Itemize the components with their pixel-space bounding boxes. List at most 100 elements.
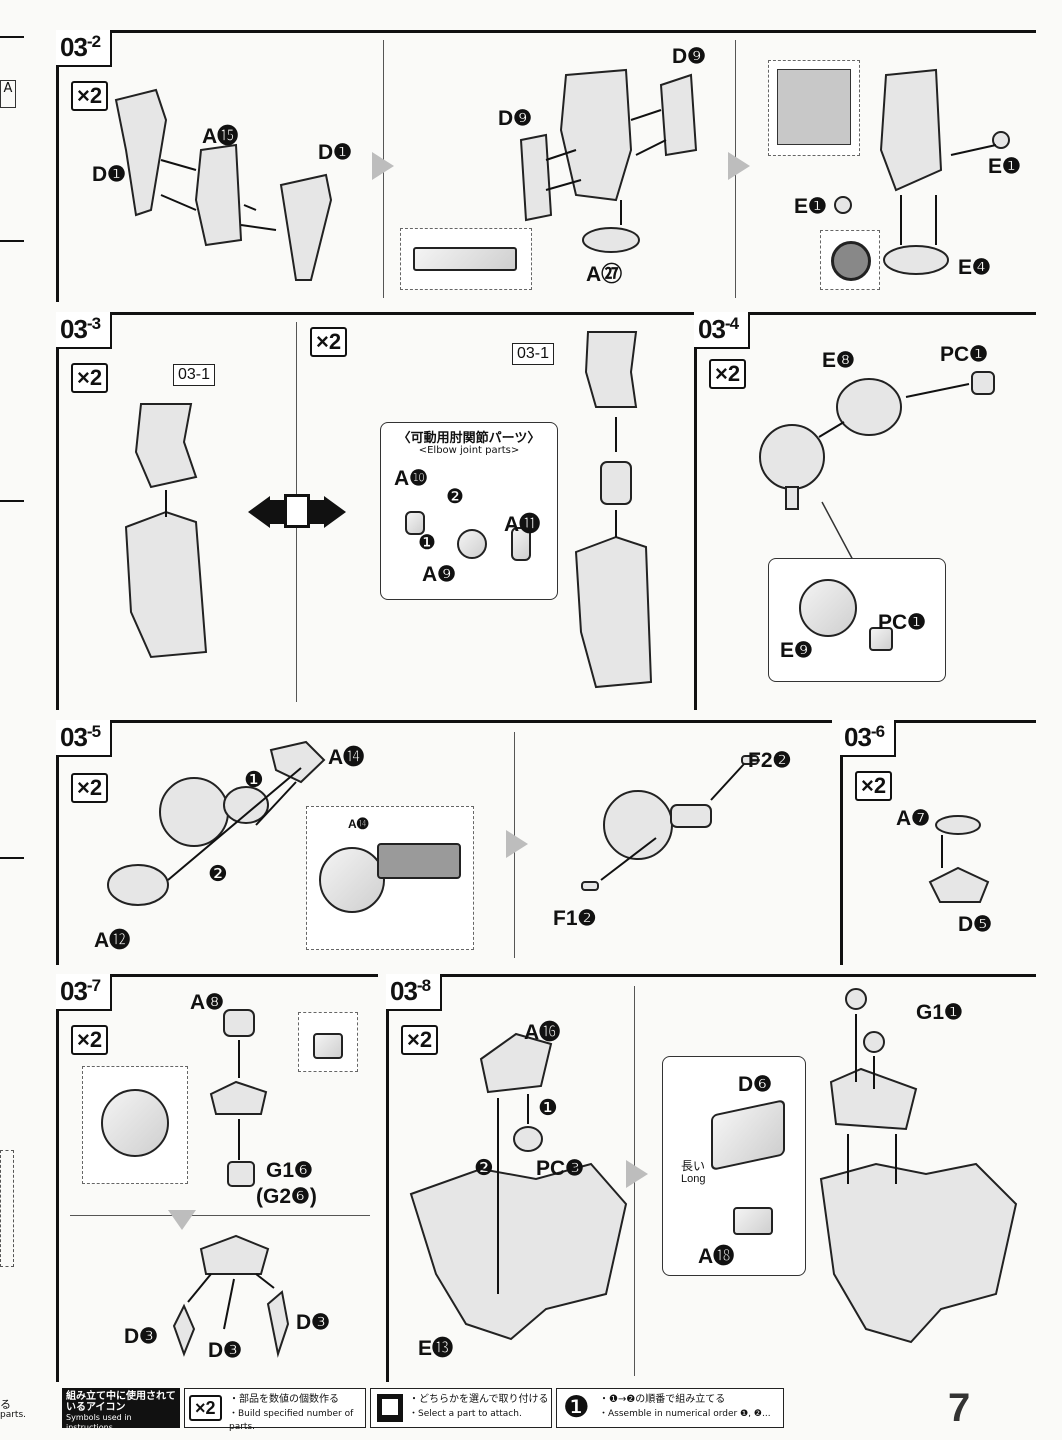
part-lower-arm bbox=[124, 510, 208, 659]
part-a16 bbox=[479, 1032, 553, 1094]
part-body-assembled bbox=[879, 68, 943, 192]
part-g1-b bbox=[863, 1031, 885, 1053]
step-marker-icon: ❶ bbox=[538, 1096, 558, 1121]
ref-tag: 03-1 bbox=[512, 343, 555, 365]
part-e13 bbox=[409, 1162, 628, 1341]
step-marker-icon: ❶ bbox=[418, 530, 436, 554]
diagram-03-8 bbox=[409, 988, 1018, 1344]
multiplier-badge: ×2 bbox=[855, 771, 893, 801]
step-tag: 03-6 bbox=[840, 720, 897, 757]
section-03-3: 03-3 ×2 bbox=[56, 312, 696, 710]
step-marker-icon: ❶ bbox=[244, 768, 264, 793]
left-edge-rule bbox=[0, 240, 24, 242]
part-ball bbox=[159, 777, 229, 847]
part-a15 bbox=[194, 143, 243, 247]
legend-text: ・部品を数値の個数作る bbox=[229, 1394, 339, 1405]
part-label: D❾ bbox=[672, 45, 706, 68]
divider bbox=[70, 1215, 370, 1216]
diagram-03-7 bbox=[172, 1009, 290, 1358]
section-03-6: 03-6 ×2 bbox=[840, 720, 1036, 965]
section-03-5: 03-5 ×2 bbox=[56, 720, 832, 965]
part-label: G1❻ bbox=[266, 1159, 313, 1182]
part-a14 bbox=[269, 740, 326, 784]
diagram-03-5 bbox=[107, 740, 759, 906]
part-label: PC❶ bbox=[940, 343, 988, 366]
part-label: D❻ bbox=[738, 1073, 772, 1096]
part-g1-a bbox=[845, 988, 867, 1010]
part-label: D❶ bbox=[318, 141, 352, 164]
left-edge-rule bbox=[0, 36, 24, 38]
legend-jp: 組み立て中に使用されているアイコン bbox=[66, 1391, 176, 1413]
legend-text: ・Build specified number of parts. bbox=[229, 1409, 354, 1432]
part-label: A⓮ bbox=[328, 746, 365, 769]
part-e13-assembled bbox=[819, 1162, 1018, 1344]
diagram-03-3 bbox=[124, 331, 653, 689]
page-number: 7 bbox=[948, 1386, 971, 1430]
part-label: A❼ bbox=[896, 807, 930, 830]
left-edge-fragment: A bbox=[0, 80, 16, 108]
detail-callout bbox=[820, 230, 880, 290]
long-label-jp: 長い bbox=[681, 1159, 706, 1173]
step-tag: 03-3 bbox=[56, 312, 113, 349]
detail-callout bbox=[768, 558, 946, 682]
part-a12 bbox=[107, 864, 169, 906]
part-e4 bbox=[883, 245, 949, 275]
part-d3-right bbox=[266, 1290, 290, 1358]
detail-callout bbox=[306, 806, 474, 950]
part-label: PC❶ bbox=[878, 611, 926, 634]
section-03-4: 03-4 ×2 bbox=[694, 312, 1036, 710]
part-ball-connector bbox=[223, 786, 269, 824]
diagram-03-2 bbox=[114, 68, 1010, 281]
step-tag: 03-7 bbox=[56, 974, 113, 1011]
part-label: A⓬ bbox=[94, 929, 131, 952]
detail-callout bbox=[298, 1012, 358, 1072]
multiplier-badge: ×2 bbox=[310, 327, 348, 357]
diagram-03-4 bbox=[759, 371, 995, 563]
part-label: E❶ bbox=[988, 155, 1021, 178]
section-03-8: 03-8 ×2 bbox=[386, 974, 1036, 1382]
part-label-small: A⓮ bbox=[348, 817, 369, 831]
next-step-arrow bbox=[728, 152, 750, 180]
part-label: E❹ bbox=[958, 256, 991, 279]
part-a8 bbox=[223, 1009, 255, 1037]
elbow-joint-callout: 〈可動用肘関節パーツ〉 <Elbow joint parts> bbox=[380, 422, 558, 600]
diagram-03-6 bbox=[928, 815, 990, 903]
part-label: A㉗ bbox=[586, 263, 623, 286]
part-g1 bbox=[227, 1161, 255, 1187]
part-ball bbox=[759, 424, 825, 490]
detail-callout: 長い Long bbox=[662, 1056, 806, 1276]
part-hub-assembled bbox=[199, 1234, 270, 1275]
section-03-2: 03-2 ×2 bbox=[56, 30, 1036, 302]
part-a14-assembled bbox=[670, 804, 712, 828]
legend-en: Symbols used in instructions bbox=[66, 1413, 132, 1432]
part-upper-arm bbox=[134, 403, 198, 489]
part-label: E❶ bbox=[794, 195, 827, 218]
part-label: A⓯ bbox=[202, 125, 239, 148]
part-label: E❽ bbox=[822, 349, 855, 372]
detail-callout bbox=[82, 1066, 188, 1184]
legend-text: ・Select a part to attach. bbox=[409, 1409, 522, 1419]
part-label: A⓲ bbox=[698, 1245, 735, 1268]
step-one-icon: ❶ bbox=[563, 1390, 590, 1425]
callout-subtitle: <Elbow joint parts> bbox=[418, 445, 520, 456]
part-label: A❿ bbox=[394, 467, 428, 490]
callout-title: 〈可動用肘関節パーツ〉 bbox=[397, 431, 541, 446]
legend-choose: ・どちらかを選んで取り付ける ・Select a part to attach. bbox=[370, 1388, 552, 1428]
part-label: PC❸ bbox=[536, 1157, 584, 1180]
part-label: D❾ bbox=[498, 107, 532, 130]
part-d1-left bbox=[114, 88, 168, 217]
left-edge-rule bbox=[0, 857, 24, 859]
step-tag: 03-5 bbox=[56, 720, 113, 757]
part-ball-assembled bbox=[603, 790, 673, 860]
part-pc3 bbox=[513, 1126, 543, 1152]
part-pc1 bbox=[971, 371, 995, 395]
part-d5 bbox=[928, 866, 990, 903]
part-e1-right bbox=[992, 131, 1010, 149]
step-marker-icon: ❷ bbox=[446, 484, 464, 508]
multiplier-badge: ×2 bbox=[71, 773, 109, 803]
part-a27 bbox=[582, 227, 640, 253]
next-step-arrow bbox=[626, 1160, 648, 1188]
part-label: D❸ bbox=[124, 1325, 158, 1348]
part-label: E❾ bbox=[780, 639, 813, 662]
step-tag: 03-2 bbox=[56, 30, 113, 67]
